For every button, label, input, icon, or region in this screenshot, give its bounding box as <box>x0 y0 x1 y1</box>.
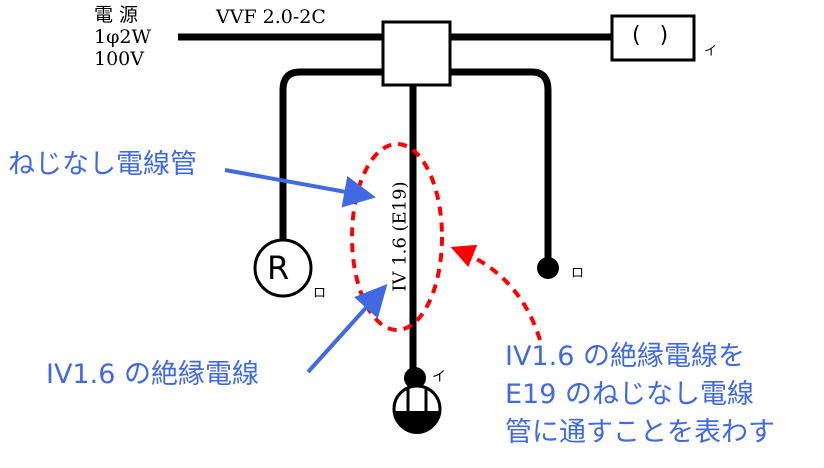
wire-arrow <box>306 284 388 374</box>
pendant-dot <box>537 257 559 279</box>
explanation-line: IV1.6 の絶縁電線を <box>505 341 745 372</box>
lamp-symbol: R <box>267 249 290 287</box>
junction-box <box>381 20 452 87</box>
explanation-arrow <box>450 244 542 341</box>
cable-label: VVF 2.0-2C <box>216 6 326 28</box>
lamp-tag: ロ <box>313 286 327 301</box>
pendant-tag: ロ <box>571 266 585 281</box>
conduit-label: IV 1.6 (E19) <box>389 181 411 292</box>
explanation-annotation: IV1.6 の絶縁電線を E19 のねじなし電線 管に通すことを表わす <box>505 338 775 452</box>
conduit-annotation: ねじなし電線管 <box>8 149 197 180</box>
power-voltage: 100V <box>94 48 144 70</box>
outlet-symbol <box>392 384 442 434</box>
power-phase: 1φ2W <box>94 26 152 48</box>
switch-symbol: ( ) <box>632 23 675 48</box>
branch-left <box>279 68 383 240</box>
conduit-arrow <box>224 168 376 208</box>
power-source-label: 電 源 1φ2W 100V <box>94 4 151 70</box>
power-source-title: 電 源 <box>94 4 139 26</box>
outlet-dot <box>404 367 426 389</box>
branch-right <box>450 68 552 265</box>
conduit-highlight <box>350 142 444 332</box>
switch-box <box>610 14 696 62</box>
wire-annotation: IV1.6 の絶縁電線 <box>46 359 259 390</box>
explanation-line: 管に通すことを表わす <box>505 417 775 448</box>
explanation-line: E19 のねじなし電線 <box>505 379 754 410</box>
lamp-circle <box>253 238 313 298</box>
switch-tag: イ <box>704 44 718 59</box>
outlet-tag: イ <box>432 369 446 385</box>
